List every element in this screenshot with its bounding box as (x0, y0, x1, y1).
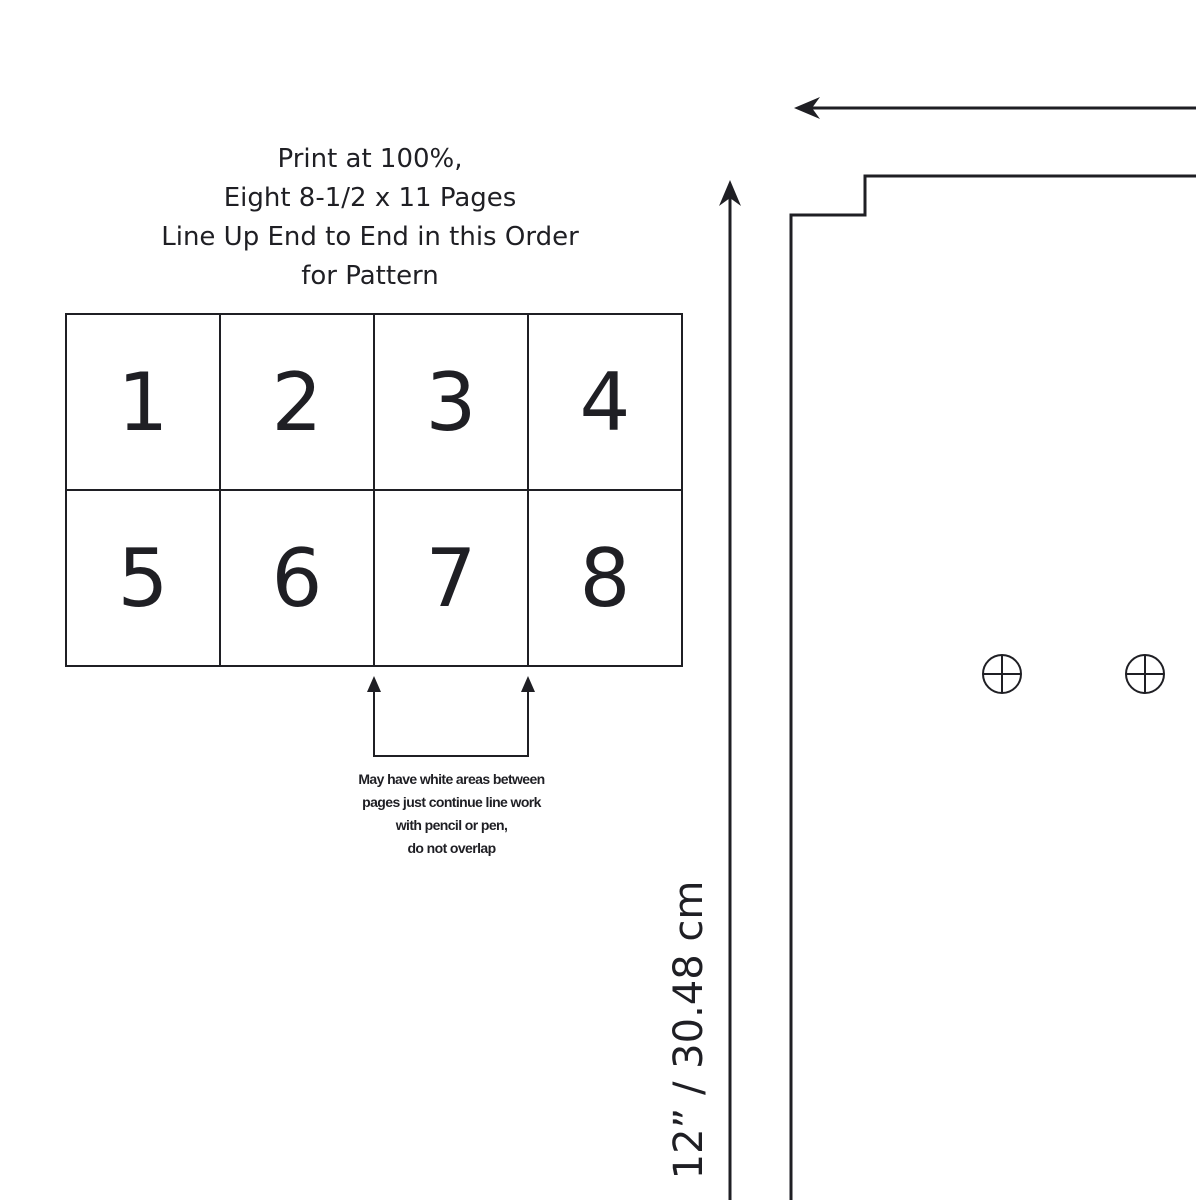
note-line-2: pages just continue line work (362, 794, 541, 810)
page-cell-6: 6 (221, 491, 375, 667)
page-cell-5: 5 (67, 491, 221, 667)
registration-mark-right (1125, 654, 1165, 694)
page-cell-3: 3 (375, 315, 529, 491)
dimension-label: 12” / 30.48 cm (666, 880, 712, 1180)
pattern-outline (789, 174, 1196, 1200)
gap-note: May have white areas between pages just … (300, 768, 603, 860)
page-cell-7: 7 (375, 491, 529, 667)
gap-bracket-arrows (373, 684, 529, 757)
gap-arrow-head-left (367, 676, 381, 692)
instruction-line-3: Line Up End to End in this Order (161, 222, 579, 252)
gap-bracket (373, 684, 529, 757)
page-order-grid: 1 2 3 4 5 6 7 8 (65, 313, 683, 667)
instruction-line-4: for Pattern (301, 261, 439, 291)
note-line-1: May have white areas between (358, 771, 545, 787)
note-line-4: do not overlap (407, 840, 496, 856)
page-cell-4: 4 (529, 315, 683, 491)
note-line-3: with pencil or pen, (395, 817, 508, 833)
registration-mark-left (982, 654, 1022, 694)
page-cell-8: 8 (529, 491, 683, 667)
vertical-arrow-head (719, 180, 741, 206)
page-cell-1: 1 (67, 315, 221, 491)
instruction-line-1: Print at 100%, (277, 144, 463, 174)
page-cell-2: 2 (221, 315, 375, 491)
print-instructions: Print at 100%, Eight 8-1/2 x 11 Pages Li… (100, 140, 640, 296)
instruction-line-2: Eight 8-1/2 x 11 Pages (223, 183, 517, 213)
horizontal-arrow-head (794, 97, 820, 119)
gap-arrow-head-right (521, 676, 535, 692)
